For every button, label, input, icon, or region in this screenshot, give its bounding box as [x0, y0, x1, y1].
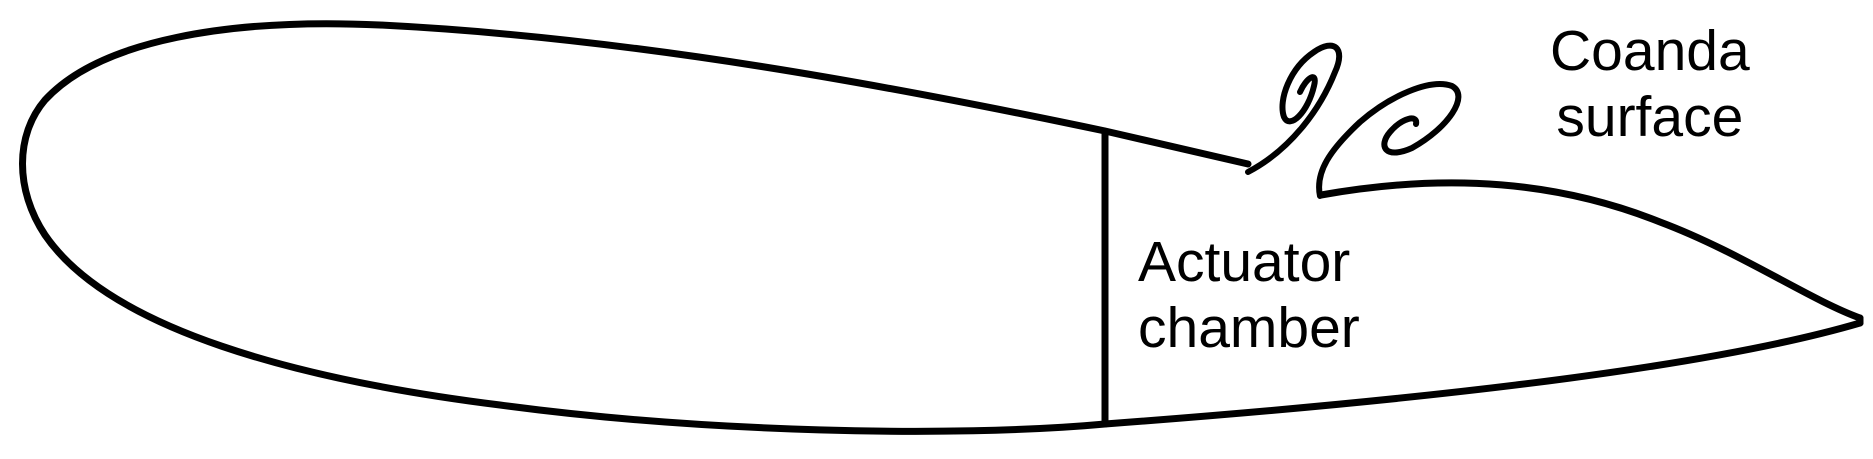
airfoil-upper-surface	[19, 20, 1252, 435]
vortex-1	[1245, 42, 1343, 175]
coanda-surface-curve	[1317, 179, 1864, 322]
coanda-surface-label: Coanda surface	[1550, 18, 1750, 150]
vortex-2	[1316, 81, 1462, 199]
coanda-label-line2: surface	[1556, 85, 1744, 149]
actuator-label-line2: chamber	[1138, 296, 1360, 360]
coanda-label-line1: Coanda	[1550, 19, 1750, 83]
actuator-label-line1: Actuator	[1138, 230, 1351, 294]
airfoil-lower-surface	[1101, 319, 1864, 428]
actuator-chamber-label: Actuator chamber	[1138, 229, 1360, 361]
